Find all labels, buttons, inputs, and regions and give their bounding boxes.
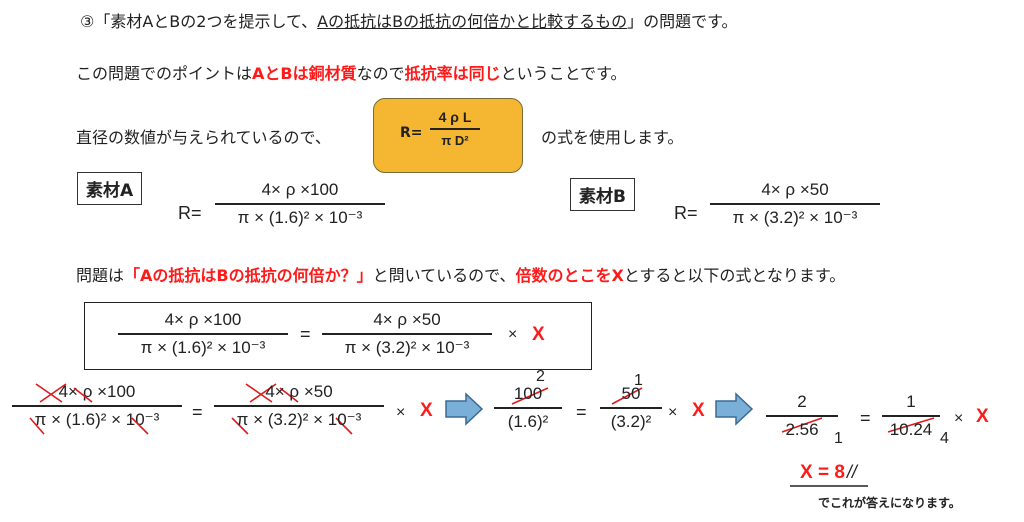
fraction-bar: [214, 405, 384, 407]
point-highlight-2: 抵抗率は同じ: [404, 64, 501, 83]
point-text-3: ということです。: [500, 64, 627, 83]
fraction-bar: [882, 415, 940, 417]
equation-right-numerator: 4× ρ ×50: [373, 310, 441, 329]
intro-underlined: Aの抵抗はBの抵抗の何倍かと比較するもの: [317, 12, 628, 31]
material-b-fraction: 4× ρ ×50 π × (3.2)² × 10⁻³: [710, 180, 880, 228]
point-text-2: なので: [356, 64, 405, 83]
step3-left-fraction: 2 2.56: [766, 392, 838, 440]
times-sign: ×: [954, 410, 964, 427]
intro-prefix: ③「素材AとBの2つを提示して、: [80, 12, 318, 31]
times-sign: ×: [396, 404, 406, 421]
question-highlight-1: 「Aの抵抗はBの抵抗の何倍か？」: [124, 266, 373, 285]
material-b-lhs: R=: [674, 203, 698, 223]
formula-fraction: 4 ρ L π D²: [430, 109, 480, 148]
material-a-lhs: R=: [178, 203, 202, 223]
point-text-1: この問題でのポイントは: [76, 64, 253, 83]
arrow-right-icon: [715, 392, 754, 426]
step3-right-numerator: 1: [906, 392, 916, 411]
step2-left-fraction: 100 (1.6)²: [494, 384, 562, 432]
question-highlight-2: 倍数のとこをX: [515, 266, 624, 285]
step1-right-denominator: π × (3.2)² × 10⁻³: [236, 410, 362, 429]
step3-left-numerator: 2: [797, 392, 807, 411]
material-a-label: 素材A: [77, 172, 143, 205]
material-b-denominator: π × (3.2)² × 10⁻³: [732, 208, 858, 227]
arrow-right-icon: [445, 392, 484, 426]
step2-right-fraction: 50 (3.2)²: [600, 384, 662, 432]
step3-right-note: 4: [940, 430, 949, 447]
equation-left-denominator: π × (1.6)² × 10⁻³: [140, 338, 266, 357]
fraction-bar: [118, 333, 288, 335]
material-a-denominator: π × (1.6)² × 10⁻³: [237, 208, 363, 227]
equation-right-denominator: π × (3.2)² × 10⁻³: [344, 338, 470, 357]
equals-sign: =: [576, 402, 587, 422]
fraction-bar: [430, 128, 480, 130]
main-equation-box: [84, 302, 592, 370]
formula-denominator: π D²: [441, 133, 469, 148]
equation-left-numerator: 4× ρ ×100: [164, 310, 242, 329]
answer-caption: でこれが答えになります。: [818, 496, 961, 510]
unknown-x: X: [976, 406, 989, 427]
step2-left-denominator: (1.6)²: [507, 412, 549, 431]
answer-mark: //: [846, 462, 857, 482]
question-text-3: とすると以下の式となります。: [623, 266, 846, 285]
step3-right-denominator: 10.24: [889, 420, 933, 439]
step2-right-denominator: (3.2)²: [610, 412, 652, 431]
equation-left-fraction: 4× ρ ×100 π × (1.6)² × 10⁻³: [118, 310, 288, 358]
question-text-1: 問題は: [76, 266, 125, 285]
equals-sign: =: [860, 408, 871, 428]
fraction-bar: [600, 407, 662, 409]
formula-use-text: の式を使用します。: [541, 128, 684, 147]
material-b-numerator: 4× ρ ×50: [761, 180, 829, 199]
resistance-formula-box: R= 4 ρ L π D²: [373, 98, 523, 173]
step2-right-note: 1: [634, 372, 643, 389]
answer-value: X = 8//: [800, 462, 857, 484]
intro-suffix: 」の問題です。: [627, 12, 738, 31]
point-line: この問題でのポイントはAとBは銅材質なので抵抗率は同じということです。: [76, 60, 627, 84]
step1-right-fraction: 4× ρ ×50 π × (3.2)² × 10⁻³: [214, 382, 384, 430]
intro-line: ③「素材AとBの2つを提示して、Aの抵抗はBの抵抗の何倍かと比較するもの」の問題…: [80, 8, 738, 32]
material-a-fraction: 4× ρ ×100 π × (1.6)² × 10⁻³: [215, 180, 385, 228]
fraction-bar: [12, 405, 182, 407]
point-highlight-1: AとBは銅材質: [252, 64, 357, 83]
answer-text: X = 8: [800, 462, 845, 483]
fraction-bar: [710, 203, 880, 205]
material-a-numerator: 4× ρ ×100: [261, 180, 339, 199]
step1-left-numerator: 4× ρ ×100: [58, 382, 136, 401]
times-sign: ×: [508, 326, 518, 343]
formula-numerator: 4 ρ L: [438, 109, 472, 125]
step3-right-fraction: 1 10.24: [882, 392, 940, 440]
fraction-bar: [494, 407, 562, 409]
step1-left-denominator: π × (1.6)² × 10⁻³: [34, 410, 160, 429]
equation-right-fraction: 4× ρ ×50 π × (3.2)² × 10⁻³: [322, 310, 492, 358]
step1-right-numerator: 4× ρ ×50: [265, 382, 333, 401]
formula-lhs: R=: [400, 125, 423, 141]
fraction-bar: [766, 415, 838, 417]
question-line: 問題は「Aの抵抗はBの抵抗の何倍か？」と問いているので、倍数のとこをXとすると以…: [76, 262, 845, 286]
step2-left-numerator: 100: [513, 384, 543, 403]
step3-left-denominator: 2.56: [785, 420, 819, 439]
step2-right-numerator: 50: [621, 384, 641, 403]
equals-sign: =: [192, 402, 203, 422]
question-text-2: と問いているので、: [372, 266, 516, 285]
formula-intro-text: 直径の数値が与えられているので、: [76, 128, 331, 147]
unknown-x: X: [420, 400, 433, 421]
step2-left-note: 2: [536, 368, 545, 385]
fraction-bar: [215, 203, 385, 205]
equals-sign: =: [300, 324, 311, 344]
times-sign: ×: [668, 404, 678, 421]
step1-left-fraction: 4× ρ ×100 π × (1.6)² × 10⁻³: [12, 382, 182, 430]
material-b-label: 素材B: [570, 178, 635, 211]
unknown-x: X: [532, 324, 545, 345]
step3-left-note: 1: [834, 430, 843, 447]
unknown-x: X: [692, 400, 705, 421]
fraction-bar: [322, 333, 492, 335]
